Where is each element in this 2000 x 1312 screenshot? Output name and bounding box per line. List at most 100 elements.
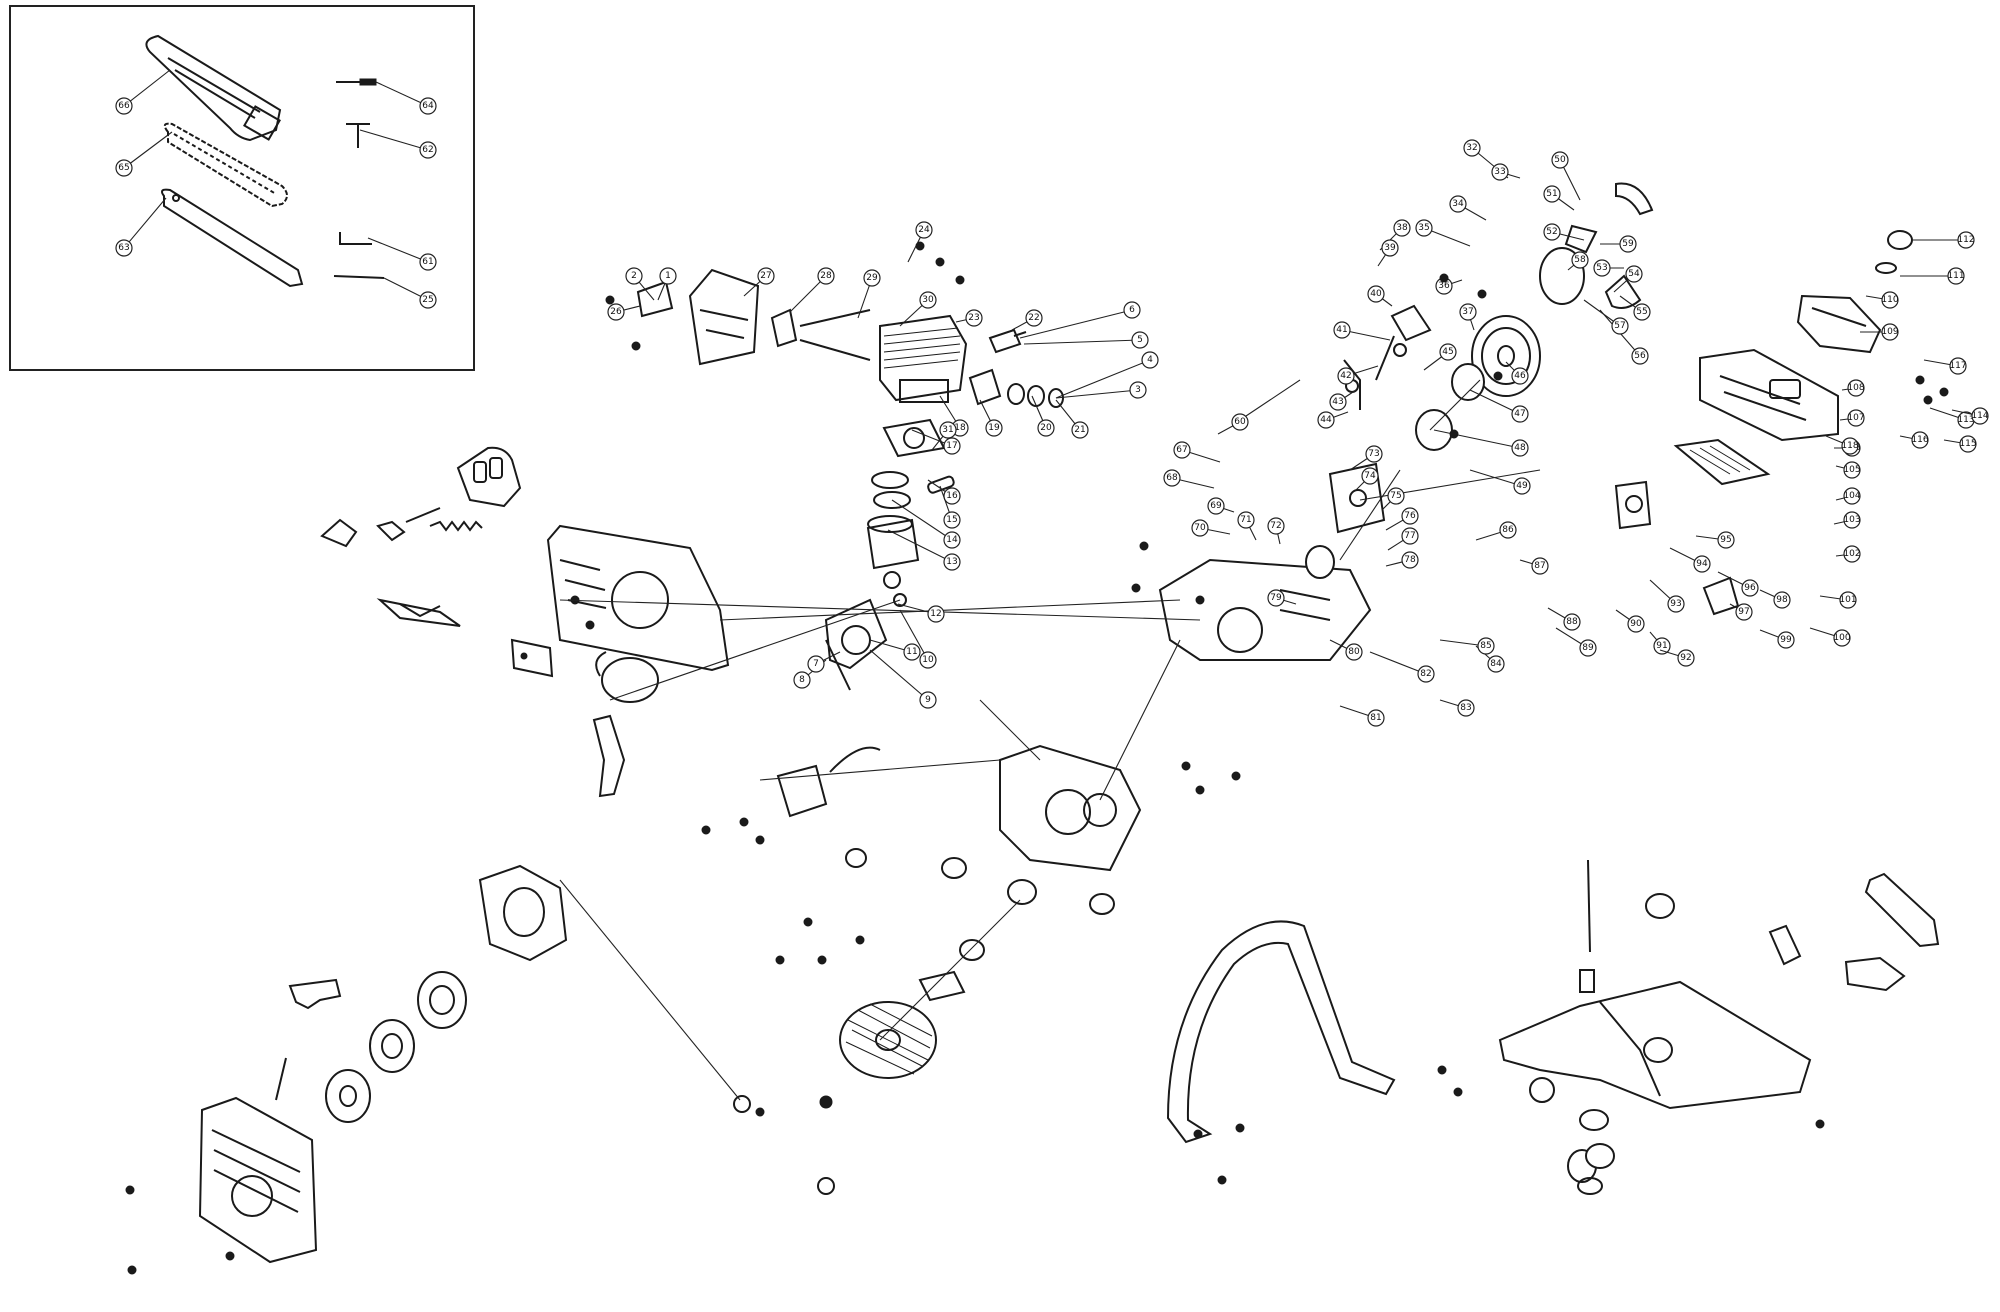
crankcase-right: [999, 744, 1142, 872]
callout-circle: [1735, 603, 1753, 621]
bolt: [1923, 395, 1933, 405]
callout-number: 50: [1554, 155, 1566, 165]
callout-number: 47: [1514, 409, 1525, 419]
callout-circle: [1741, 579, 1759, 597]
callout-number: 30: [922, 295, 934, 305]
callout-circle: [1843, 545, 1861, 563]
callout-circle: [1627, 615, 1645, 633]
bolt: [1915, 375, 1925, 385]
fasteners-center: [733, 1095, 835, 1195]
callout-circle: [1499, 521, 1517, 539]
callout-number: 22: [1028, 313, 1039, 323]
callout-circle: [1491, 163, 1509, 181]
bolt: [1217, 1175, 1227, 1185]
callout-number: 15: [946, 515, 957, 525]
callout-circle: [1387, 487, 1405, 505]
callout-circle: [1653, 637, 1671, 655]
bolt: [1195, 785, 1205, 795]
callout-number: 44: [1320, 415, 1332, 425]
callout-number: 63: [118, 243, 129, 253]
callout-circle: [1843, 511, 1861, 529]
callout-circle: [1971, 407, 1989, 425]
callout-49: 49: [1469, 469, 1531, 495]
callout-circle: [1773, 591, 1791, 609]
callout-number: 3: [1135, 385, 1141, 395]
saw-chain: [163, 122, 288, 208]
callout-leader: [1433, 429, 1521, 449]
bar-plate: [510, 638, 554, 678]
callout-circle: [919, 691, 937, 709]
callout-circle: [1337, 367, 1355, 385]
callout-20: 20: [1031, 395, 1055, 437]
callout-number: 35: [1418, 223, 1429, 233]
callout-117: 117: [1923, 357, 1967, 375]
callout-81: 81: [1339, 705, 1385, 727]
callout-number: 43: [1332, 397, 1343, 407]
callout-number: 87: [1534, 561, 1545, 571]
callout-number: 109: [1881, 327, 1898, 337]
callout-number: 90: [1630, 619, 1642, 629]
callout-number: 74: [1364, 471, 1376, 481]
callout-63: 63: [115, 197, 167, 257]
flywheel: [839, 1001, 937, 1079]
callout-78: 78: [1385, 551, 1419, 569]
bolt: [631, 341, 641, 351]
assembly-line: [1239, 379, 1301, 421]
callout-number: 11: [906, 647, 917, 657]
callout-number: 46: [1514, 371, 1526, 381]
callout-number: 9: [925, 695, 931, 705]
callout-3: 3: [1055, 381, 1147, 399]
callout-leader: [1055, 389, 1139, 399]
callout-circle: [943, 531, 961, 549]
callout-83: 83: [1439, 699, 1475, 717]
callout-number: 42: [1340, 371, 1351, 381]
callout-circle: [943, 437, 961, 455]
bolt: [225, 1251, 235, 1261]
callout-4: 4: [1055, 351, 1159, 399]
callout-number: 86: [1502, 525, 1514, 535]
callout-104: 104: [1835, 487, 1861, 505]
crank-seals: [845, 848, 1115, 961]
callout-93: 93: [1649, 579, 1685, 613]
callout-circle: [1487, 655, 1505, 673]
callout-leader: [359, 129, 429, 151]
callout-86: 86: [1475, 521, 1517, 541]
cylinder-gasket: [882, 418, 946, 458]
callout-number: 64: [422, 101, 434, 111]
callout-82: 82: [1369, 651, 1435, 683]
callout-number: 70: [1194, 523, 1206, 533]
callout-number: 38: [1396, 223, 1408, 233]
starter-pulley: [325, 971, 467, 1123]
callout-circle: [1611, 317, 1629, 335]
callout-circle: [1847, 379, 1865, 397]
fasteners: [125, 241, 1949, 1275]
air-filter: [1673, 438, 1771, 486]
callout-number: 84: [1490, 659, 1502, 669]
callout-number: 33: [1494, 167, 1505, 177]
file-tool: [333, 275, 385, 279]
callout-number: 52: [1546, 227, 1557, 237]
cylinder: [879, 314, 968, 403]
callout-35: 35: [1415, 219, 1471, 247]
bolt: [1449, 429, 1459, 439]
callout-25: 25: [383, 277, 437, 309]
clutch-cover-housing: [546, 524, 730, 672]
callout-8: 8: [793, 659, 827, 689]
callout-circle: [1231, 413, 1249, 431]
callout-number: 104: [1843, 491, 1860, 501]
callout-29: 29: [857, 269, 881, 319]
front-hand-guard: [456, 446, 522, 508]
callout-102: 102: [1835, 545, 1861, 563]
callout-circle: [1839, 591, 1857, 609]
bolt: [739, 817, 749, 827]
callout-number: 110: [1881, 295, 1898, 305]
callout-number: 118: [1841, 441, 1858, 451]
callout-number: 53: [1596, 263, 1607, 273]
assembly-lines: [559, 379, 1541, 1101]
bolt: [915, 241, 925, 251]
assembly-line: [559, 879, 741, 1101]
callout-circle: [1847, 409, 1865, 427]
fuel-cap: [1577, 1143, 1615, 1195]
callout-circle: [1571, 251, 1589, 269]
